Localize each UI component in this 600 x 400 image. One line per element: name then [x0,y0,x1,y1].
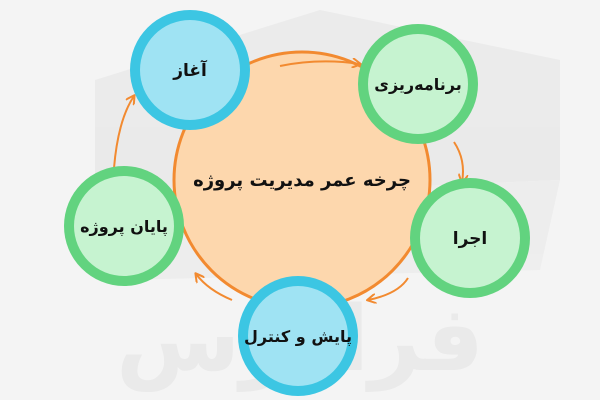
arrow-closing-to-start [113,96,134,169]
node-closing-fill [74,176,174,276]
arrow-start-to-planning [279,61,360,66]
node-execution: اجرا [410,178,530,298]
node-planning-fill [368,34,468,134]
node-planning-label: برنامه‌ریزی [374,75,461,94]
arrow-planning-to-execution [453,141,463,182]
node-start: آغاز [130,10,250,130]
arrows [113,61,463,301]
node-execution-label: اجرا [453,229,487,249]
node-execution-fill [420,188,520,288]
node-monitoring: پایش و کنترل [238,276,358,396]
center-node: چرخه عمر مدیریت پروژه [172,50,432,310]
node-closing: پایان پروژه [64,166,184,286]
node-planning: برنامه‌ریزی [358,24,478,144]
node-monitoring-label: پایش و کنترل [244,327,352,347]
node-closing-label: پایان پروژه [80,217,168,237]
arrow-execution-to-monitoring [368,277,409,300]
node-monitoring-fill [248,286,348,386]
node-start-label: آغاز [172,59,208,81]
node-start-fill [140,20,240,120]
arrow-monitoring-to-closing [196,274,233,301]
center-label: چرخه عمر مدیریت پروژه [193,170,411,191]
